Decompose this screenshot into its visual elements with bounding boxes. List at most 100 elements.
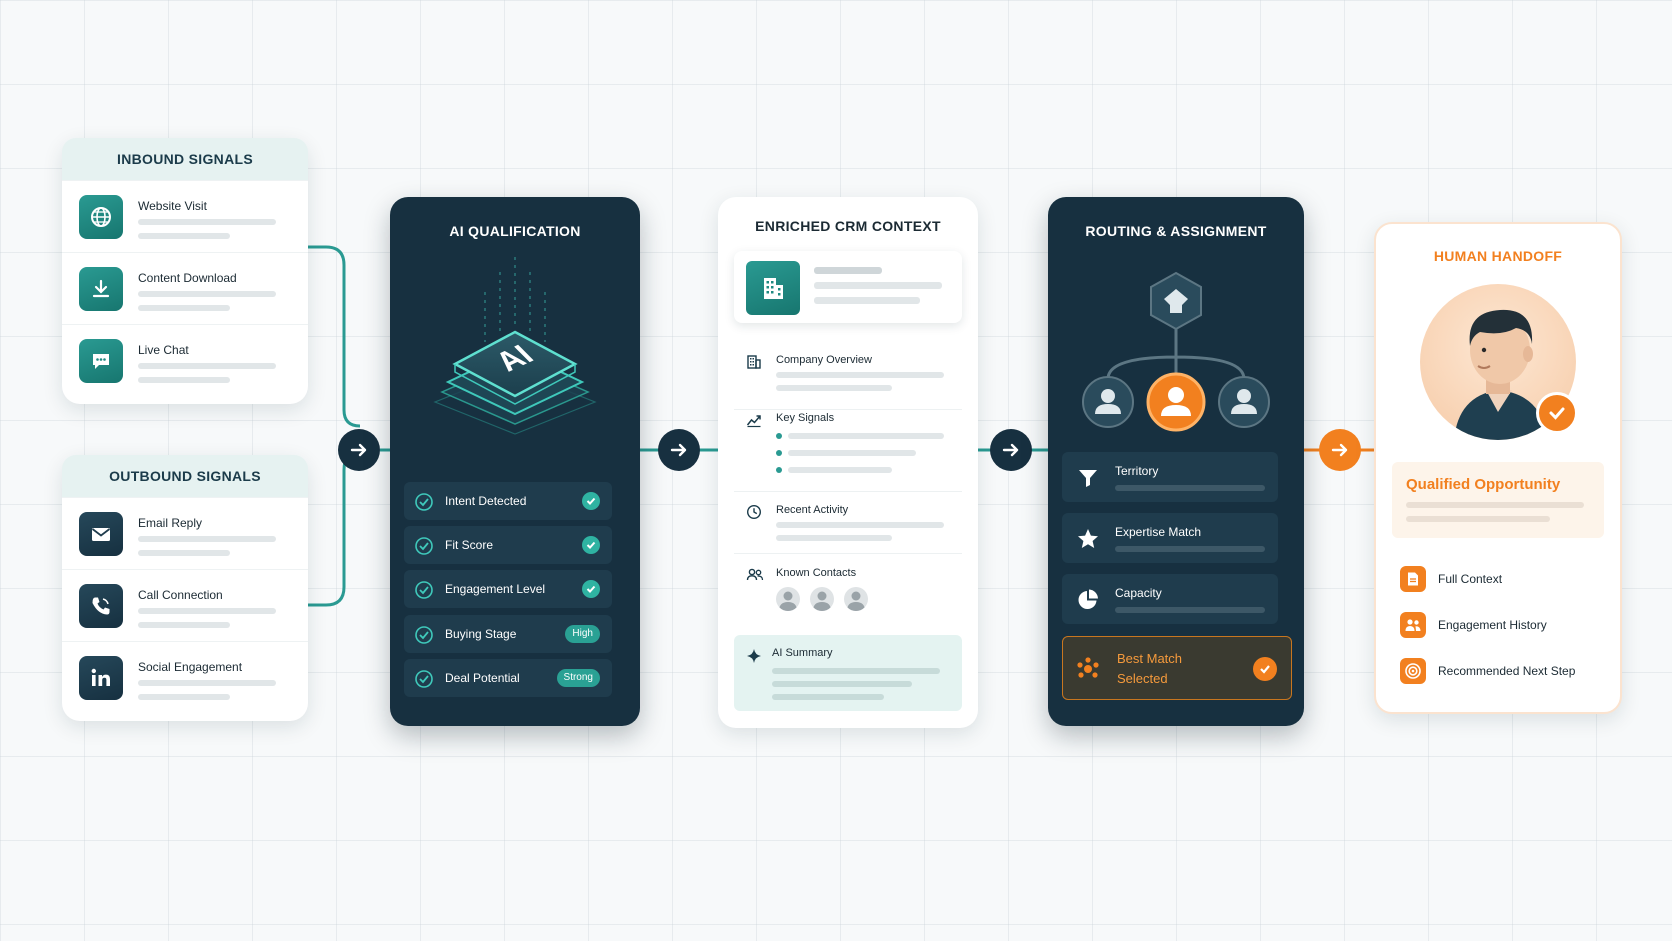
placeholder-bar [788,450,916,456]
signal-row-website-visit[interactable]: Website Visit [62,180,308,252]
signal-row-social-engagement[interactable]: Social Engagement [62,641,308,713]
routing-row-territory[interactable]: Territory [1062,452,1278,502]
handoff-item-label: Full Context [1438,572,1503,586]
linkedin-icon [79,656,123,700]
contacts-icon [746,568,764,581]
contact-avatar [844,587,868,611]
crm-section-key-signals[interactable]: Key Signals [746,412,956,473]
signal-label: Live Chat [138,343,189,357]
signal-label: Email Reply [138,516,203,530]
crm-title: ENRICHED CRM CONTEXT [755,218,941,234]
arrow-right-icon [1331,443,1348,457]
placeholder-bar [138,622,230,628]
routing-row-expertise-match[interactable]: Expertise Match [1062,513,1278,563]
routing-row-capacity[interactable]: Capacity [1062,574,1278,624]
criterion-label: Buying Stage [445,627,517,641]
bullet-dot [776,433,782,439]
placeholder-bar [772,694,884,700]
funnel-icon [1079,470,1097,487]
criterion-row: Engagement Level [404,570,612,608]
placeholder-bar [814,267,882,274]
criterion-label: Engagement Level [445,582,546,596]
divider [734,409,962,410]
placeholder-bar [776,535,892,541]
routing-panel: ROUTING & ASSIGNMENT Territory Expertise… [1048,197,1304,726]
placeholder-bar [1115,607,1265,613]
ai-qualification-panel: AI QUALIFICATION AI Intent Detected [390,197,640,726]
crm-section-known-contacts[interactable]: Known Contacts [746,567,956,613]
criterion-row: Fit Score [404,526,612,564]
placeholder-bar [772,668,940,674]
routing-label: Territory [1115,464,1159,478]
signal-row-call-connection[interactable]: Call Connection [62,569,308,641]
handoff-item-full-context[interactable]: Full Context [1400,566,1600,594]
bullet-dot [776,467,782,473]
inbound-title: INBOUND SIGNALS [62,138,308,180]
bullet-dot [776,450,782,456]
flow-arrow-to-crm [658,429,700,471]
check-circle-icon [415,626,433,644]
placeholder-bar [776,385,892,391]
routing-label: Expertise Match [1115,525,1202,539]
envelope-icon [79,512,123,556]
crm-context-panel: ENRICHED CRM CONTEXT Company Overview Ke… [718,197,978,728]
section-label: Company Overview [776,354,872,366]
building-icon [746,261,800,315]
clock-icon [746,504,762,520]
flow-arrow-merge [338,429,380,471]
sparkle-icon [747,649,761,663]
placeholder-bar [138,608,276,614]
status-badge: High [565,625,600,643]
placeholder-bar [1406,502,1584,508]
handoff-item-engagement-history[interactable]: Engagement History [1400,612,1600,640]
best-match-box[interactable]: Best Match Selected [1062,636,1292,700]
routing-tree-icon [1082,271,1270,432]
signal-row-content-download[interactable]: Content Download [62,252,308,324]
company-header-card [734,251,962,323]
verified-badge-icon [1536,392,1578,434]
divider [734,491,962,492]
placeholder-bar [138,377,230,383]
inbound-signals-card: INBOUND SIGNALS Website Visit Content Do… [62,138,308,404]
outbound-connector [308,450,361,607]
check-circle-icon [415,670,433,688]
section-label: Key Signals [776,412,835,424]
crm-section-recent-activity[interactable]: Recent Activity [746,504,956,544]
placeholder-bar [138,694,230,700]
contact-avatar [810,587,834,611]
download-icon [79,267,123,311]
check-badge-icon [1253,657,1277,681]
ai-chip-icon [433,257,597,435]
placeholder-bar [772,681,912,687]
checkmark-icon [582,492,600,510]
handoff-title: HUMAN HANDOFF [1433,248,1563,264]
routing-label: Capacity [1115,586,1162,600]
ai-summary-box[interactable]: AI Summary [734,635,962,711]
building-icon [747,355,761,369]
checkmark-icon [582,536,600,554]
placeholder-bar [1115,546,1265,552]
opportunity-label: Qualified Opportunity [1406,476,1561,493]
signal-row-live-chat[interactable]: Live Chat [62,324,308,396]
placeholder-bar [138,219,276,225]
signal-label: Content Download [138,271,237,285]
crm-section-company-overview[interactable]: Company Overview [746,354,956,394]
status-badge: Strong [556,669,600,687]
criterion-row: Intent Detected [404,482,612,520]
contact-avatar [776,587,800,611]
document-icon [1400,566,1426,592]
handoff-item-label: Recommended Next Step [1438,664,1576,678]
trend-icon [746,415,761,428]
outbound-title: OUTBOUND SIGNALS [62,455,308,497]
placeholder-bar [776,522,944,528]
section-label: Known Contacts [776,567,857,579]
signal-row-email-reply[interactable]: Email Reply [62,497,308,569]
check-circle-icon [415,493,433,511]
opportunity-box[interactable]: Qualified Opportunity [1392,462,1604,538]
signal-label: Social Engagement [138,660,243,674]
handoff-item-next-step[interactable]: Recommended Next Step [1400,658,1610,686]
section-label: Recent Activity [776,504,849,516]
checkmark-icon [582,580,600,598]
arrow-right-icon [350,443,367,457]
